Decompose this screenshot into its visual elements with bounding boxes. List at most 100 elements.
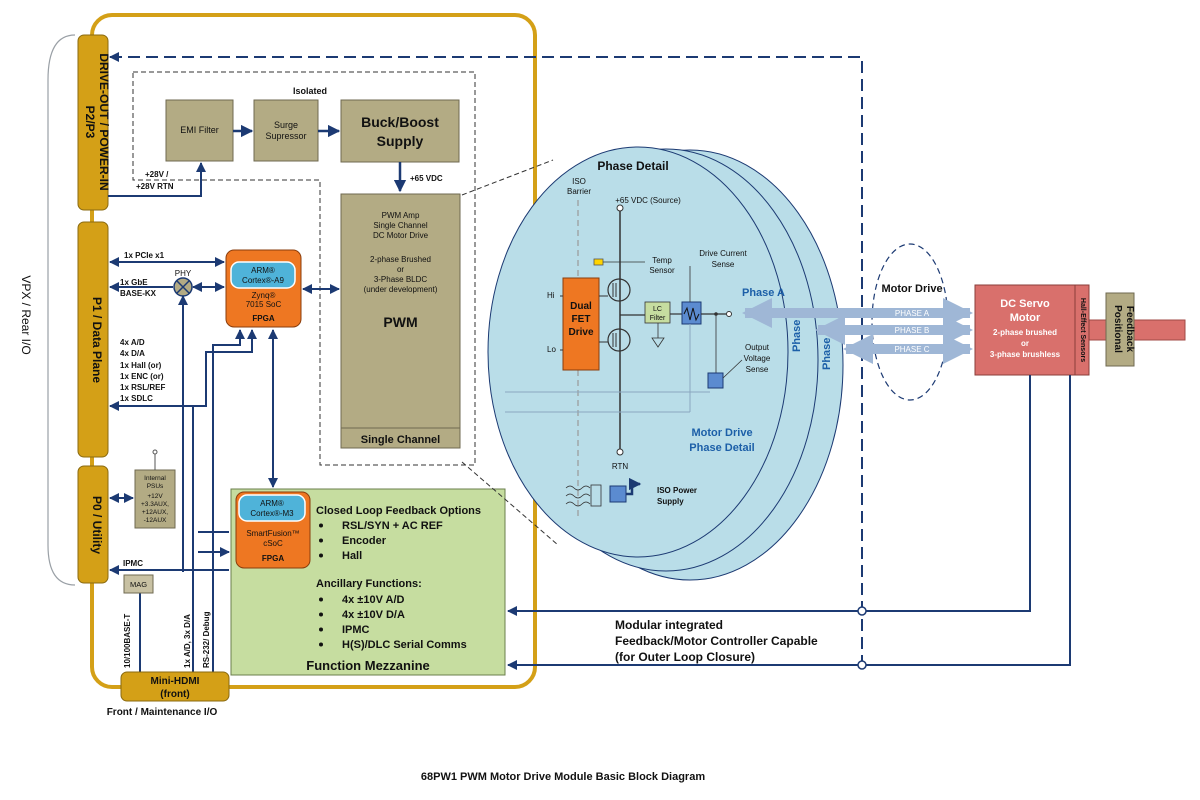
ovs-label-2: Voltage (744, 354, 771, 363)
low-side-fet-icon (607, 328, 631, 352)
svg-text:LC: LC (653, 306, 662, 313)
zoom-guide-top (461, 159, 554, 196)
source-node (616, 204, 624, 212)
svg-text:Single Channel: Single Channel (361, 434, 440, 446)
svg-text:FET: FET (572, 314, 591, 325)
svg-text:MAG: MAG (130, 580, 147, 589)
mini-hdmi-connector: Mini-HDMI (front) (120, 671, 230, 702)
svg-text:Supply: Supply (377, 133, 424, 149)
lc-filter: LC Filter (644, 301, 671, 324)
front-ethernet-label: 10/100BASE-T (123, 614, 132, 668)
svg-text:Motor: Motor (1010, 312, 1041, 324)
svg-text:PHASE A: PHASE A (895, 309, 930, 318)
mag-box: MAG (123, 574, 154, 594)
source-label: +65 VDC (Source) (615, 196, 681, 205)
high-side-fet-icon (607, 278, 631, 302)
ovs-leader (722, 359, 743, 379)
dual-fet-drive: Dual FET Drive (562, 277, 600, 371)
pcie-label: 1x PCIe x1 (124, 251, 165, 260)
svg-text:ARM®: ARM® (251, 266, 275, 275)
phase-out-node (726, 311, 732, 317)
feedback-line-1 (507, 375, 1031, 616)
ipmc-label: IPMC (123, 559, 143, 568)
lo-label: Lo (547, 345, 556, 354)
svg-text:Surge: Surge (274, 120, 298, 130)
connector-p1: P1 / Data Plane (77, 221, 109, 458)
svg-text:-12AUX: -12AUX (144, 517, 167, 524)
svg-text:2-phase brushed: 2-phase brushed (993, 328, 1057, 337)
front-ad-label: 1x A/D, 3x D/A (183, 614, 192, 668)
drive-current-label: Drive Current (699, 249, 747, 258)
zynq-fpga-chip: ARM® Cortex®-A9 Zynq® 7015 SoC FPGA (225, 249, 302, 328)
isolated-region (132, 71, 476, 466)
svg-text:DC Motor Drive: DC Motor Drive (373, 231, 429, 240)
internal-psu: Internal PSUs +12V +3.3AUX, +12AUX, -12A… (134, 469, 176, 529)
svg-text:PHASE B: PHASE B (895, 326, 930, 335)
svg-text:Supressor: Supressor (265, 131, 306, 141)
svg-text:Cortex®-M3: Cortex®-M3 (250, 509, 294, 518)
emi-filter: EMI Filter (165, 99, 234, 162)
svg-text:P2/P3: P2/P3 (83, 106, 97, 139)
gbe-label: 1x GbE (120, 278, 148, 287)
svg-text:Filter: Filter (650, 315, 666, 322)
motor-shaft (1087, 319, 1186, 341)
hall-effect-sensors: Hall-Effect Sensors (1074, 284, 1090, 376)
svg-text:(under development): (under development) (364, 285, 438, 294)
svg-text:4x A/D: 4x A/D (120, 338, 145, 347)
iso-power-label: ISO Power (657, 486, 697, 495)
bullet-icon (319, 538, 323, 543)
positional-feedback-box: Positional Feedback (1105, 292, 1135, 367)
bullet-icon (319, 627, 323, 632)
svg-text:Feedback: Feedback (1124, 306, 1135, 353)
svg-text:Hall-Effect Sensors: Hall-Effect Sensors (1079, 298, 1086, 362)
iso-power-supply-box (609, 485, 627, 503)
junction-node-2 (857, 660, 867, 670)
mdpd-label-2: Phase Detail (689, 442, 754, 454)
phase-a-disc (487, 146, 789, 558)
modular-text-2: Feedback/Motor Controller Capable (615, 634, 818, 648)
svg-text:+3.3AUX,: +3.3AUX, (141, 501, 169, 508)
bullet-icon (319, 553, 323, 558)
bullet-icon (319, 597, 323, 602)
p1-signal-list: 4x A/D 4x D/A 1x Hall (or) 1x ENC (or) 1… (120, 338, 165, 403)
phase-arrow-c: PHASE C (843, 334, 973, 364)
bus-front-ad (193, 329, 257, 407)
svg-text:Mini-HDMI: Mini-HDMI (151, 676, 200, 687)
svg-text:Positional: Positional (1112, 305, 1123, 353)
list-item: Hall (342, 550, 362, 562)
ancillary-title: Ancillary Functions: (316, 578, 422, 590)
svg-text:cSoC: cSoC (263, 539, 283, 548)
svg-text:SmartFusion™: SmartFusion™ (246, 529, 299, 538)
svg-text:2-phase Brushed: 2-phase Brushed (370, 255, 431, 264)
list-item: 4x ±10V A/D (342, 594, 405, 606)
svg-text:Buck/Boost: Buck/Boost (361, 114, 439, 130)
svg-text:Internal: Internal (144, 475, 166, 482)
svg-text:Zynq®: Zynq® (252, 291, 276, 300)
temp-sensor-icon (593, 258, 604, 266)
svg-text:+12AUX,: +12AUX, (142, 509, 168, 516)
phase-arrow-a: PHASE A (742, 298, 973, 328)
svg-text:Cortex®-A9: Cortex®-A9 (242, 276, 284, 285)
gbe-base-label: BASE-KX (120, 289, 157, 298)
dashed-feedback-line (109, 52, 863, 665)
current-sense-resistor (681, 301, 702, 325)
svg-text:PSUs: PSUs (147, 483, 164, 490)
bullet-icon (319, 612, 323, 617)
vpx-bracket (47, 34, 76, 586)
junction-node-1 (857, 606, 867, 616)
svg-text:EMI Filter: EMI Filter (180, 125, 219, 135)
svg-text:DC Servo: DC Servo (1000, 298, 1050, 310)
smartfusion-chip: ARM® Cortex®-M3 SmartFusion™ cSoC FPGA (235, 491, 311, 569)
bullet-icon (319, 523, 323, 528)
svg-text:4x D/A: 4x D/A (120, 349, 145, 358)
temp-sensor-label: Temp (652, 256, 672, 265)
svg-text:PHASE C: PHASE C (894, 345, 929, 354)
sense-return-lines (505, 324, 710, 413)
ovs-label-3: Sense (746, 365, 769, 374)
plus65-label: +65 VDC (410, 174, 443, 183)
plus28rtn-label: +28V RTN (136, 182, 174, 191)
svg-text:P1 / Data Plane: P1 / Data Plane (90, 297, 104, 383)
